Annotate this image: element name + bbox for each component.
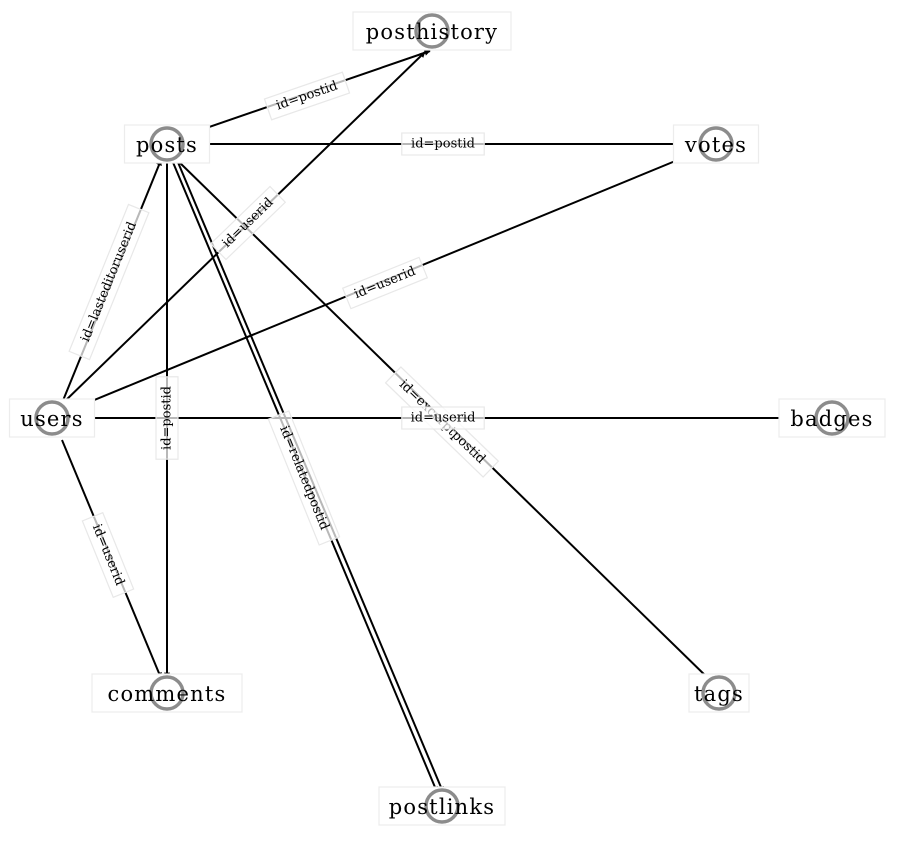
nodes-layer: posthistory posts votes users badges comments… bbox=[8, 11, 886, 826]
edge-label-text: id=userid bbox=[411, 411, 476, 426]
node-label: users bbox=[20, 407, 84, 431]
node-circle bbox=[149, 126, 185, 162]
edge-label-text: id=postid bbox=[411, 137, 475, 152]
node-label: badges bbox=[790, 407, 873, 431]
node-label: comments bbox=[108, 682, 227, 706]
node-circle bbox=[34, 400, 70, 436]
node-label-box bbox=[378, 786, 506, 826]
node-users: users bbox=[8, 398, 96, 438]
node-circle bbox=[414, 13, 450, 49]
edge-label-box bbox=[341, 256, 429, 310]
node-circle bbox=[149, 675, 185, 711]
node-label: posts bbox=[136, 133, 198, 157]
edge-label-box bbox=[401, 406, 485, 430]
node-circle bbox=[814, 400, 850, 436]
edge-label-box bbox=[155, 376, 179, 460]
node-label: posthistory bbox=[366, 20, 499, 44]
edge-label-box bbox=[68, 203, 150, 361]
node-label-box bbox=[352, 11, 512, 51]
edge-label-box bbox=[209, 185, 287, 261]
node-postlinks: postlinks bbox=[378, 786, 506, 826]
edge-label-users-to-posts: id=lasteditoruserid bbox=[68, 203, 150, 361]
edge-label-posts-to-posthistory: id=postid bbox=[263, 71, 351, 121]
node-label: tags bbox=[694, 682, 744, 706]
edge-label-text: id=postid bbox=[160, 386, 175, 450]
edge-label-box bbox=[81, 511, 135, 599]
edge-label-users-to-votes: id=userid bbox=[341, 256, 429, 310]
node-label-box bbox=[8, 398, 96, 438]
edge-label-posts-to-votes: id=postid bbox=[401, 132, 485, 156]
edge-label-box bbox=[267, 410, 341, 546]
edge-label-text: id=relatedpostid bbox=[276, 424, 331, 532]
node-label-box bbox=[778, 398, 886, 438]
node-badges: badges bbox=[778, 398, 886, 438]
node-label: votes bbox=[684, 133, 747, 157]
node-comments: comments bbox=[91, 673, 243, 713]
edge-label-box bbox=[401, 132, 485, 156]
node-circle bbox=[698, 126, 734, 162]
node-posthistory: posthistory bbox=[352, 11, 512, 51]
node-label-box bbox=[672, 124, 760, 164]
node-posts: posts bbox=[123, 124, 211, 164]
node-circle bbox=[424, 788, 460, 824]
edge-label-users-to-badges: id=userid bbox=[401, 406, 485, 430]
edge-label-posts-to-comments: id=postid bbox=[155, 376, 179, 460]
node-votes: votes bbox=[672, 124, 760, 164]
node-label-box bbox=[123, 124, 211, 164]
edge-label-posts-to-postlinks: id=relatedpostid bbox=[267, 410, 341, 546]
edge-label-users-to-comments: id=userid bbox=[81, 511, 135, 599]
edge-label-users-to-posthistory: id=userid bbox=[209, 185, 287, 261]
edge-label-text: id=userid bbox=[219, 195, 276, 251]
node-label: postlinks bbox=[389, 795, 496, 819]
node-circle bbox=[701, 675, 737, 711]
edge-label-text: id=lasteditoruserid bbox=[78, 220, 140, 344]
node-tags: tags bbox=[688, 673, 750, 713]
edge-label-box bbox=[263, 71, 351, 121]
node-label-box bbox=[688, 673, 750, 713]
node-label-box bbox=[91, 673, 243, 713]
